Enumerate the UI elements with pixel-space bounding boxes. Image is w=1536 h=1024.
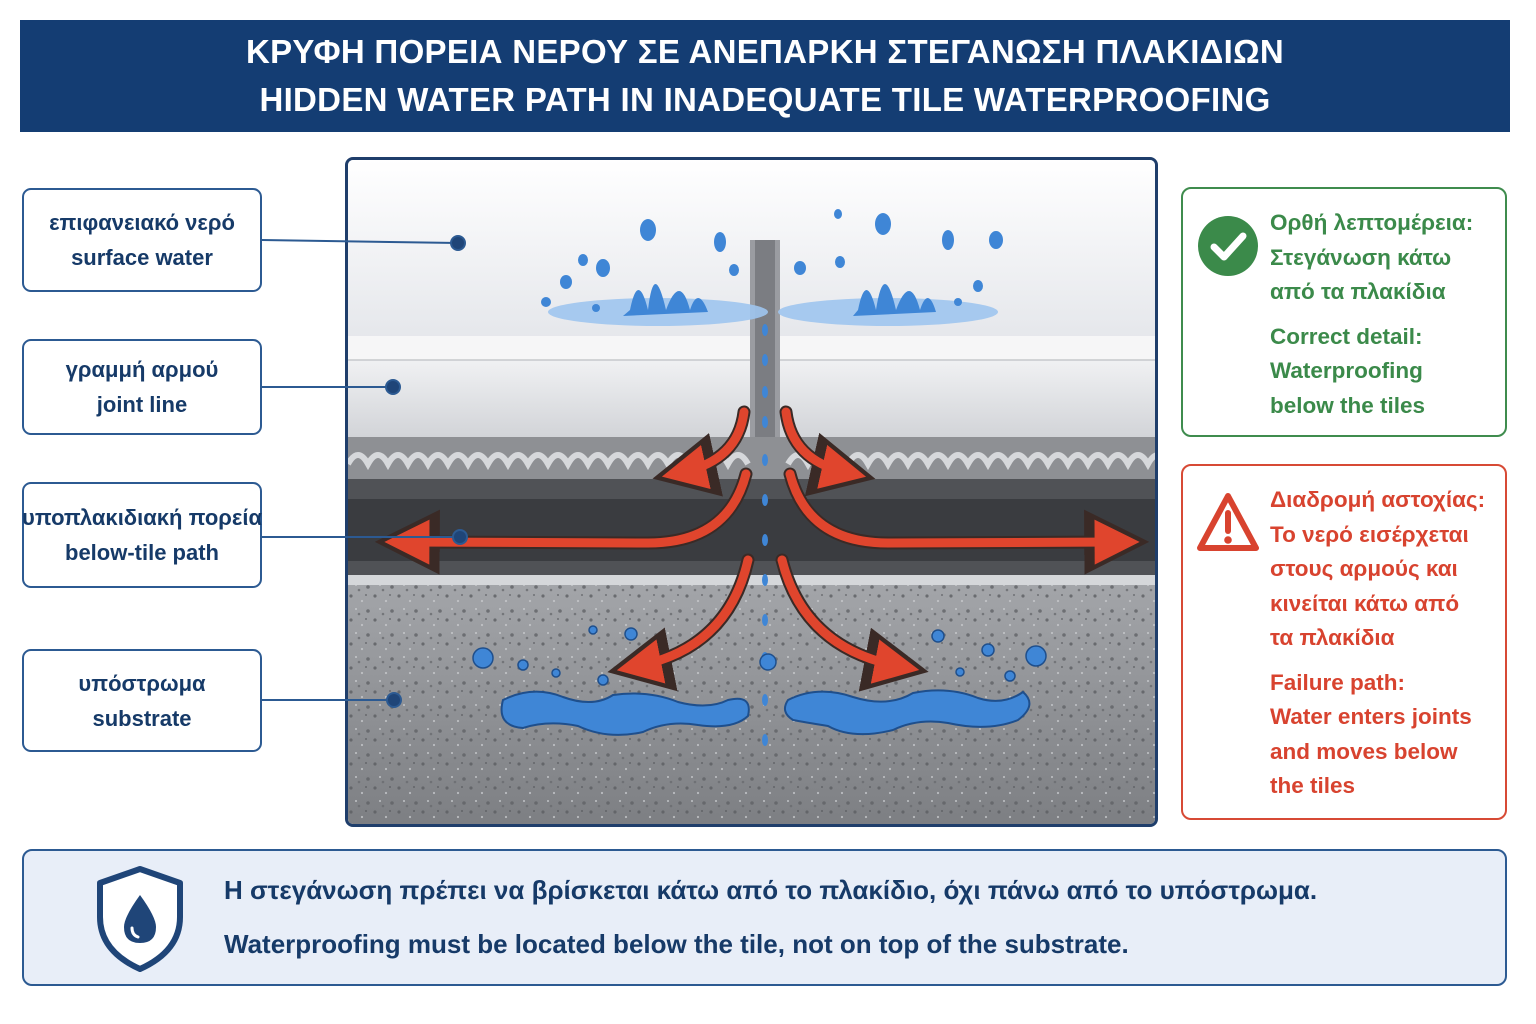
water-splash-left	[541, 219, 739, 316]
water-puddle-right	[783, 689, 1031, 736]
label-greek: επιφανειακό νερό	[49, 210, 235, 235]
correct-detail-box: Ορθή λεπτομέρεια: Στεγάνωση κάτω από τα …	[1181, 187, 1507, 437]
correct-english-line: below the tiles	[1270, 392, 1426, 418]
warning-triangle-icon	[1197, 493, 1259, 551]
water-flow-arrows	[374, 405, 1150, 692]
label-surface-water: επιφανειακό νερό surface water	[22, 188, 262, 292]
label-substrate: υπόστρωμα substrate	[22, 649, 262, 752]
check-circle-icon	[1198, 216, 1258, 276]
water-puddle-left	[500, 690, 750, 736]
label-english: joint line	[96, 392, 188, 417]
label-below-tile-path: υποπλακιδιακή πορεία below-tile path	[22, 482, 262, 588]
water-splash-right	[794, 209, 1003, 316]
failure-greek-line: κινείται κάτω από	[1270, 590, 1460, 616]
label-english: below-tile path	[65, 540, 219, 565]
label-english: surface water	[71, 245, 213, 270]
title-english: HIDDEN WATER PATH IN INADEQUATE TILE WAT…	[259, 81, 1271, 118]
shield-water-drop-icon	[97, 866, 183, 972]
correct-english-line: Waterproofing	[1270, 358, 1423, 383]
failure-english-line: the tiles	[1270, 773, 1356, 798]
failure-greek-line: στους αρμούς και	[1270, 556, 1458, 581]
footer-note: Η στεγάνωση πρέπει να βρίσκεται κάτω από…	[22, 849, 1507, 986]
failure-greek-line: τα πλακίδια	[1270, 625, 1395, 650]
label-greek: γραμμή αρμού	[65, 357, 219, 382]
correct-greek-line: Ορθή λεπτομέρεια:	[1270, 210, 1474, 235]
title-greek: ΚΡΥΦΗ ΠΟΡΕΙΑ ΝΕΡΟΥ ΣΕ ΑΝΕΠΑΡΚΗ ΣΤΕΓΑΝΩΣΗ…	[245, 33, 1285, 70]
failure-english-line: Failure path:	[1270, 669, 1406, 695]
label-greek: υπόστρωμα	[78, 670, 206, 696]
footer-greek: Η στεγάνωση πρέπει να βρίσκεται κάτω από…	[224, 875, 1318, 905]
cross-section-diagram	[345, 157, 1158, 827]
footer-english: Waterproofing must be located below the …	[224, 929, 1129, 959]
header-banner: ΚΡΥΦΗ ΠΟΡΕΙΑ ΝΕΡΟΥ ΣΕ ΑΝΕΠΑΡΚΗ ΣΤΕΓΑΝΩΣΗ…	[20, 20, 1510, 132]
failure-path-box: Διαδρομή αστοχίας: Το νερό εισέρχεται στ…	[1181, 464, 1507, 820]
joint-water-trickle	[761, 324, 769, 746]
failure-greek-line: Το νερό εισέρχεται	[1270, 521, 1469, 547]
tile-left	[348, 336, 750, 437]
failure-english-line: and moves below	[1270, 738, 1458, 764]
label-greek: υποπλακιδιακή πορεία	[22, 505, 262, 530]
label-joint-line: γραμμή αρμού joint line	[22, 339, 262, 435]
correct-greek-line: από τα πλακίδια	[1270, 279, 1446, 304]
failure-english-line: Water enters joints	[1270, 704, 1472, 729]
tile-right	[780, 336, 1155, 437]
correct-greek-line: Στεγάνωση κάτω	[1270, 244, 1452, 270]
correct-english-line: Correct detail:	[1270, 323, 1423, 349]
failure-greek-line: Διαδρομή αστοχίας:	[1270, 487, 1486, 512]
label-english: substrate	[92, 705, 192, 731]
